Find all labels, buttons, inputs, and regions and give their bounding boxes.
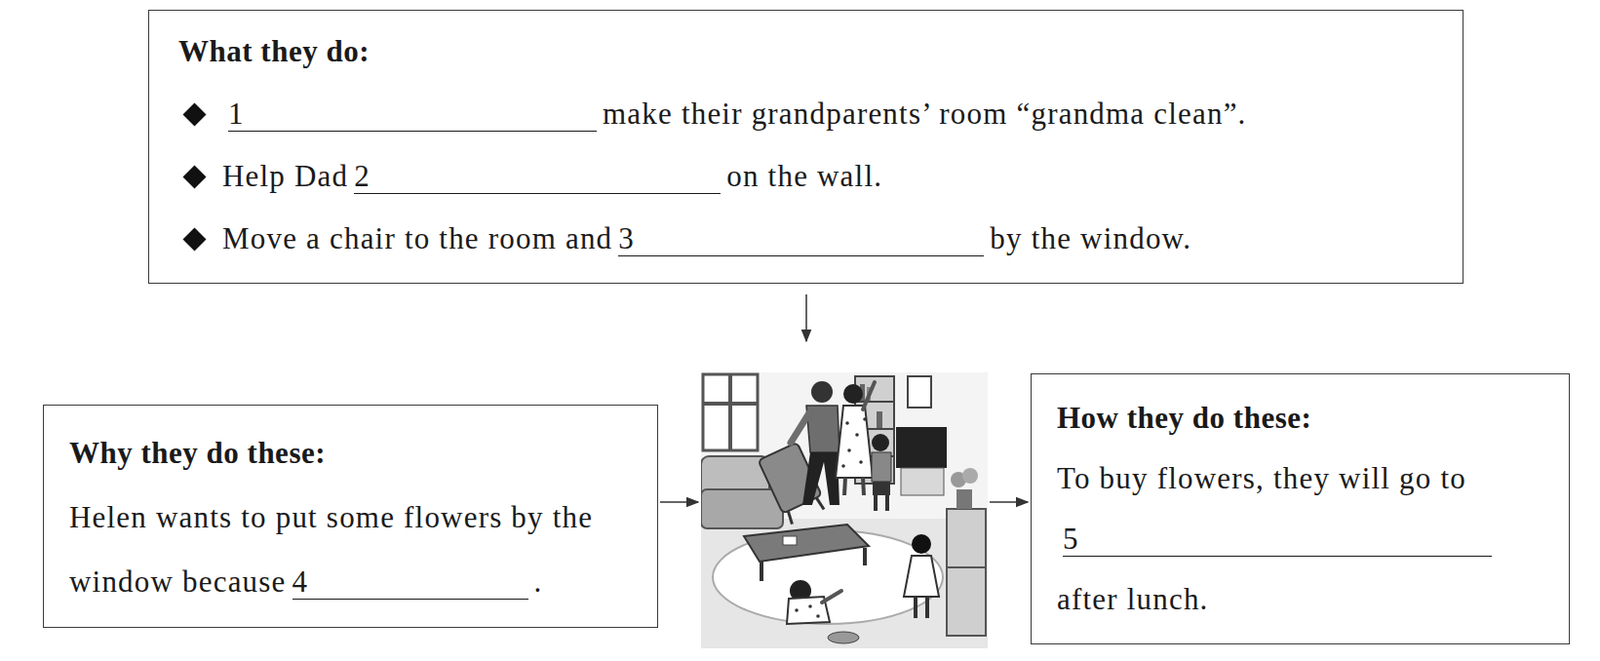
bullet-diamond xyxy=(182,228,206,252)
down-arrow xyxy=(805,294,808,342)
answer-blank: 2 xyxy=(353,160,721,195)
blank-number: 1 xyxy=(228,96,245,131)
family-cleaning-illustration xyxy=(701,372,988,649)
panel-text: after lunch. xyxy=(1056,569,1544,630)
text-line: To buy flowers, they will go to 5 xyxy=(1056,448,1544,570)
panel-text: Helen wants to put some flowers by the w… xyxy=(69,500,593,599)
panel-text: on the wall. xyxy=(726,158,883,194)
panel-heading: How they do these: xyxy=(1056,400,1312,435)
blank-number: 3 xyxy=(618,221,635,256)
text-line: after lunch. xyxy=(1056,569,1544,630)
right-arrow xyxy=(660,501,699,504)
blank-number: 4 xyxy=(292,564,310,599)
text-line: How they do these: xyxy=(1056,388,1544,449)
text-panel: What they do: 1 make their grandparents’ r… xyxy=(148,9,1464,284)
text-panel: How they do these: To buy flowers, they w… xyxy=(1030,373,1570,645)
panel-text: Move a chair to the room and xyxy=(222,221,613,256)
answer-blank: 4 xyxy=(292,566,529,600)
text-line: 1 make their grandparents’ room “grandma … xyxy=(178,82,1434,146)
answer-blank: 1 xyxy=(228,98,597,132)
text-line: Move a chair to the room and3 by the wind… xyxy=(178,207,1434,271)
panel-text: make their grandparents’ room “grandma c… xyxy=(602,96,1248,131)
panel-text: Help Dad xyxy=(222,158,349,194)
panel-text: To buy flowers, they will go to xyxy=(1056,461,1467,496)
panel-text: . xyxy=(534,564,544,599)
bullet-diamond xyxy=(182,165,206,190)
text-line: Help Dad2 on the wall. xyxy=(178,145,1434,208)
panel-heading: Why they do these: xyxy=(69,435,326,470)
answer-blank: 3 xyxy=(618,223,984,257)
text-panel: Why they do these: Helen wants to put som… xyxy=(42,404,659,628)
bullet-diamond xyxy=(182,103,206,127)
blank-number: 2 xyxy=(353,158,371,194)
text-line: What they do: xyxy=(178,20,1434,83)
right-arrow xyxy=(989,501,1028,504)
answer-blank: 5 xyxy=(1062,523,1492,557)
panel-text: by the window. xyxy=(989,221,1192,256)
text-line: Helen wants to put some flowers by the w… xyxy=(69,485,632,615)
text-line: Why they do these: xyxy=(69,421,632,486)
blank-number: 5 xyxy=(1062,521,1080,556)
panel-heading: What they do: xyxy=(178,34,370,69)
